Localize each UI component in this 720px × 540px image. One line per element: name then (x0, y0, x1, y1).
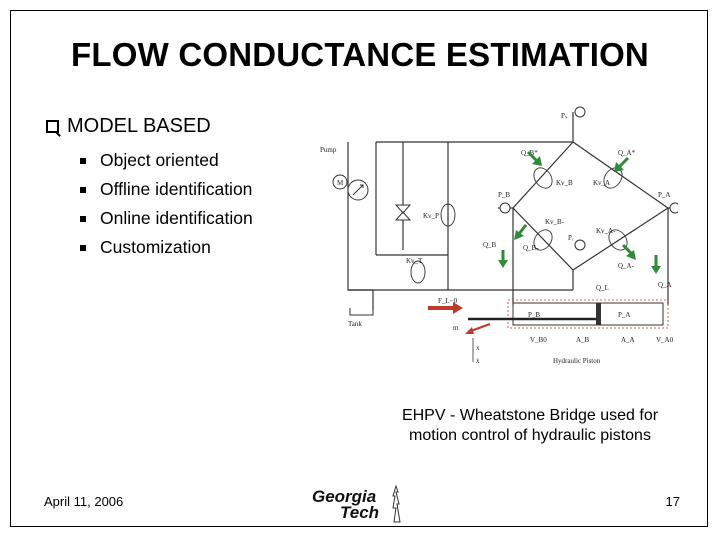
qar-label: Q_A- (618, 262, 635, 270)
gauge-ps-icon (574, 106, 586, 118)
valve-kvt-icon (410, 260, 426, 284)
valve-kvbr-icon (533, 229, 553, 251)
pb-label: P_B (498, 191, 510, 199)
check-valve-icon (394, 204, 412, 221)
svg-text:Georgia: Georgia (312, 487, 376, 506)
slide-date: April 11, 2006 (44, 494, 124, 509)
square-bullet-icon (80, 215, 86, 222)
page-number: 17 (665, 494, 680, 509)
flow-arrows (498, 150, 661, 274)
pa-piston-label: P_A (618, 311, 630, 319)
valve-kvp-icon (440, 203, 456, 227)
pr-label: Pᵣ (568, 234, 574, 242)
pb-piston-label: P_B (528, 311, 540, 319)
gauge-pr-icon (574, 239, 586, 251)
piston-caption: Hydraulic Piston (553, 357, 601, 365)
gauge-pa-icon (669, 202, 678, 214)
qb-label: Q_B (483, 241, 497, 249)
checkbox-bullet-icon (46, 120, 59, 133)
figure-caption: EHPV - Wheatstone Bridge used for motion… (401, 407, 659, 444)
x-label: x (476, 344, 480, 352)
aa-label: A_A (621, 336, 635, 344)
bullet-item: Object oriented (80, 146, 253, 175)
kvp-label: Kv_P (423, 212, 439, 220)
vb-label: V_B0 (530, 336, 547, 344)
piston-head (596, 303, 601, 325)
m-label: m (453, 324, 459, 332)
georgia-tech-logo: Georgia Tech (312, 484, 401, 523)
pump-label: Pump (320, 146, 337, 154)
bullet-item: Customization (80, 233, 253, 262)
kvbr-label: Kv_B- (545, 218, 565, 226)
ps-label: Pₛ (561, 112, 568, 120)
valve-kvar-icon (608, 229, 628, 251)
motor-icon (332, 174, 348, 190)
qas-label: Q_A* (618, 149, 636, 157)
xdot-label: ẋ (476, 357, 480, 365)
kvas-label: Kv_A (593, 179, 610, 187)
svg-text:Tech: Tech (340, 503, 379, 522)
va-label: V_A0 (656, 336, 674, 344)
piston-boundary (507, 299, 669, 329)
kvar-label: Kv_A- (596, 227, 616, 235)
kvbs-label: Kv_B (556, 179, 573, 187)
square-bullet-icon (80, 157, 86, 164)
slide-frame (10, 10, 708, 527)
gauge-pb-icon (499, 202, 511, 214)
campanile-icon (392, 484, 401, 523)
motor-label: M (337, 179, 344, 187)
kvt-label: Kv_T (406, 257, 423, 265)
bullet-item: Offline identification (80, 175, 253, 204)
valve-kvbs-icon (533, 167, 553, 189)
ab-label: A_B (576, 336, 590, 344)
fl-label: F_L−0 (438, 297, 458, 305)
section-label: MODEL BASED (67, 115, 211, 137)
square-bullet-icon (80, 244, 86, 251)
qa-label: Q_A (658, 281, 672, 289)
ql-label: Q_L (596, 284, 609, 292)
tank-label: Tank (348, 320, 362, 328)
slide-title: FLOW CONDUCTANCE ESTIMATION (71, 36, 649, 73)
pa-label: P_A (658, 191, 670, 199)
section-heading: MODEL BASED (46, 115, 211, 138)
qbr-label: Q_B- (523, 244, 539, 252)
square-bullet-icon (80, 186, 86, 193)
wheatstone-bridge-diagram: M Pump Kv_P Kv_T Tank Pₛ P_B P_A Pᵣ Kv_B… (320, 106, 678, 365)
bullet-list: Object oriented Offline identification O… (80, 146, 253, 262)
tank-icon (349, 308, 374, 316)
bullet-item: Online identification (80, 204, 253, 233)
